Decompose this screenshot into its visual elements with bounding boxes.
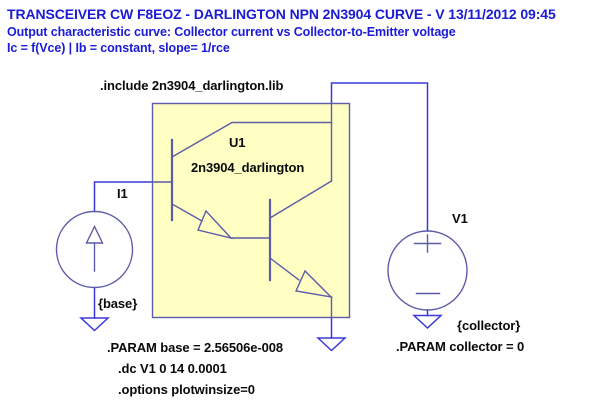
- component-v1-voltage-source[interactable]: [387, 230, 468, 311]
- header-comment-line-1: TRANSCEIVER CW F8EOZ - DARLINGTON NPN 2N…: [7, 6, 556, 22]
- q1-emitter-arrow: [197, 209, 234, 240]
- q1-collector-lead: [171, 121, 333, 158]
- u1-value-label[interactable]: 2n3904_darlington: [191, 160, 305, 175]
- v1-ref-label[interactable]: V1: [452, 211, 468, 226]
- i1-ref-label[interactable]: I1: [117, 186, 128, 201]
- i1-arrow-head: [85, 224, 104, 244]
- u1-ref-label[interactable]: U1: [229, 135, 246, 150]
- header-comment-line-3: Ic = f(Vce) | Ib = constant, slope= 1/rc…: [7, 41, 230, 55]
- q1-emitter-lead: [171, 203, 203, 222]
- net-label-base[interactable]: {base}: [98, 296, 138, 311]
- wire-u1-collector-to-v1[interactable]: [330, 82, 429, 232]
- q2-emitter-arrow: [294, 269, 334, 299]
- u1-emitter-ground-symbol[interactable]: [316, 337, 347, 352]
- component-i1-current-source[interactable]: [55, 210, 134, 289]
- wire-i1-to-u1-base[interactable]: [93, 181, 154, 213]
- q2-collector-lead: [269, 180, 333, 219]
- i1-body-circle: [55, 210, 134, 289]
- q2-emitter-lead: [269, 257, 300, 281]
- directive-include[interactable]: .include 2n3904_darlington.lib: [100, 78, 284, 93]
- component-u1-darlington[interactable]: [151, 102, 351, 319]
- v1-plus-sign: [413, 234, 442, 253]
- header-comment-line-2: Output characteristic curve: Collector c…: [7, 25, 456, 39]
- v1-body-circle: [387, 230, 468, 311]
- directive-param-base[interactable]: .PARAM base = 2.56506e-008: [107, 340, 284, 355]
- net-label-collector[interactable]: {collector}: [457, 318, 521, 333]
- directive-dc-sweep[interactable]: .dc V1 0 14 0.0001: [118, 361, 227, 376]
- i1-ground-symbol[interactable]: [79, 317, 110, 332]
- v1-ground-symbol[interactable]: [412, 314, 443, 330]
- directive-param-collector[interactable]: .PARAM collector = 0: [396, 339, 525, 354]
- directive-options[interactable]: .options plotwinsize=0: [118, 382, 255, 397]
